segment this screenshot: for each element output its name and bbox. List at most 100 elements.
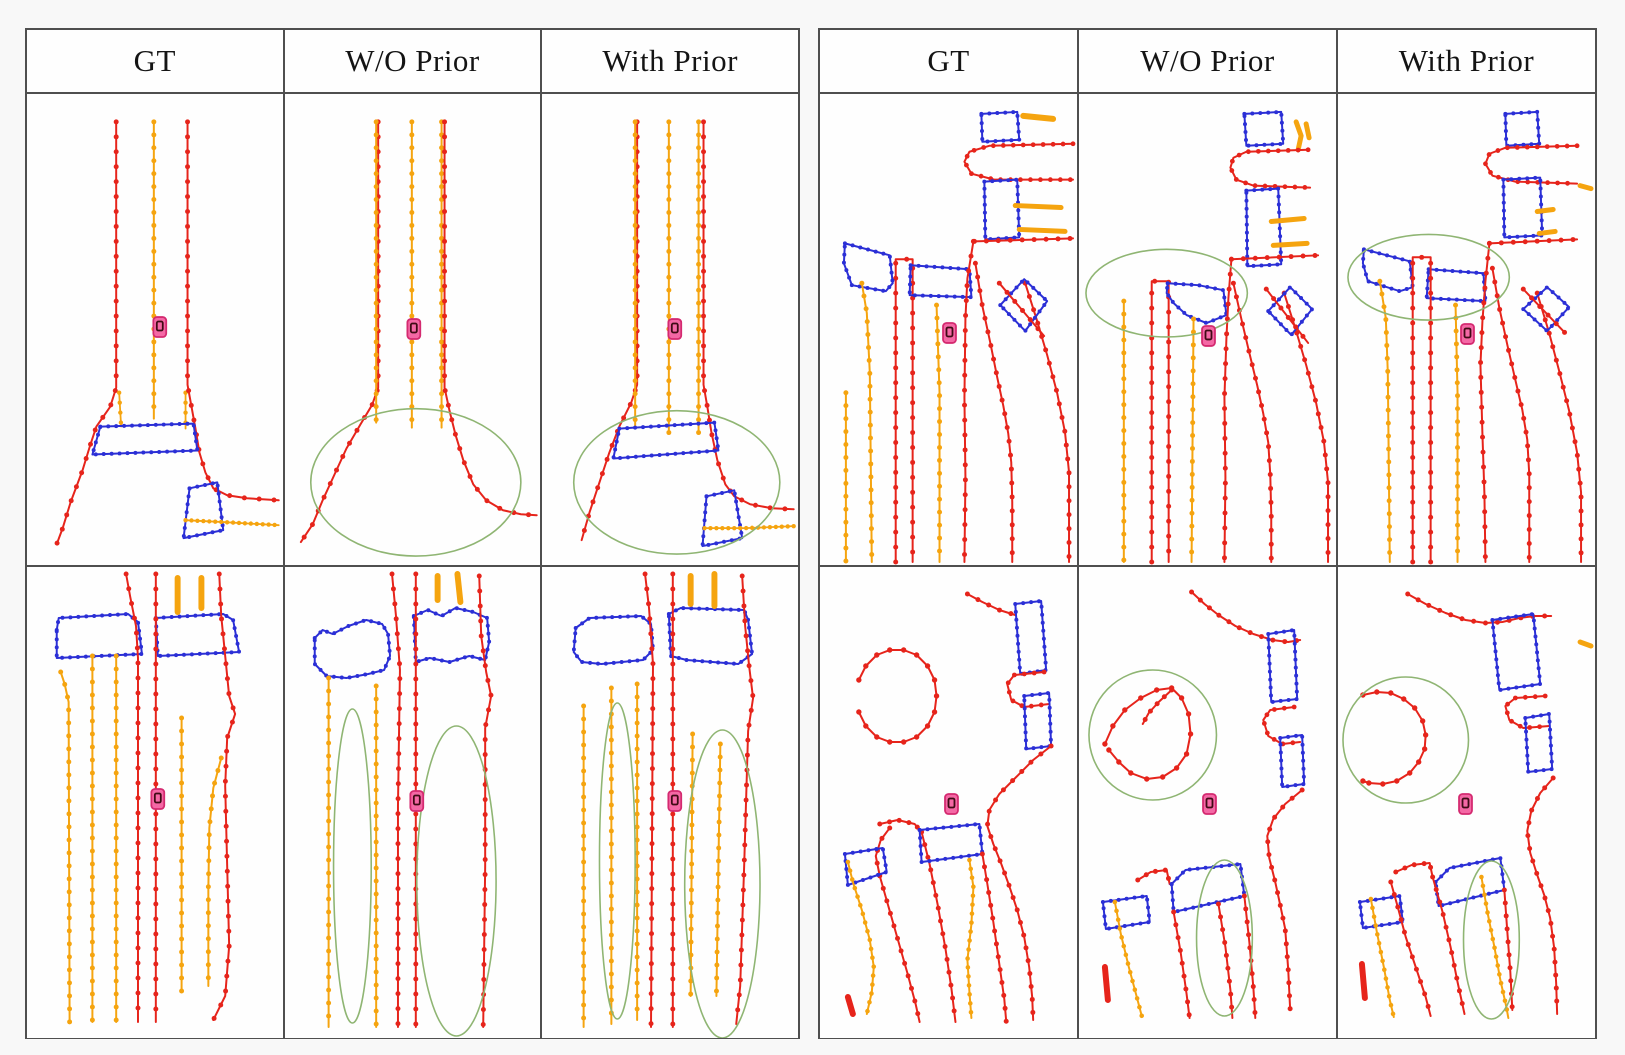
map-cell-gt-scene3 <box>820 94 1079 565</box>
column-header-gt: GT <box>820 30 1079 92</box>
orange-map-line <box>1268 215 1307 224</box>
blue-map-line <box>1243 110 1285 147</box>
blue-map-line <box>668 607 754 665</box>
map-cell-gt-scene1 <box>27 94 285 565</box>
red-map-line <box>966 593 1017 616</box>
orange-map-line <box>1536 228 1558 236</box>
ego-vehicle-icon <box>1460 323 1475 345</box>
orange-map-line <box>860 282 873 564</box>
map-plot <box>299 119 538 557</box>
map-row-1 <box>27 94 799 567</box>
red-map-line <box>1217 903 1234 1019</box>
map-plot <box>1342 591 1594 1020</box>
red-map-line <box>963 142 1075 181</box>
red-map-line <box>1103 687 1192 780</box>
ego-vehicle-icon <box>409 790 424 812</box>
map-plot <box>54 571 241 1025</box>
red-map-line <box>1101 964 1111 1003</box>
map-plot <box>573 119 797 555</box>
red-map-line <box>1150 280 1170 564</box>
column-header-wo-prior: W/O Prior <box>1079 30 1338 92</box>
ego-vehicle-icon <box>152 316 168 338</box>
red-map-line <box>1491 267 1531 564</box>
difference-highlight-ellipse <box>573 409 781 555</box>
ego-vehicle-icon <box>667 318 683 340</box>
blue-map-line <box>1245 187 1283 268</box>
blue-map-line <box>701 489 744 548</box>
orange-map-line <box>1113 901 1143 1017</box>
blue-map-line <box>983 178 1021 241</box>
comparison-table-left: GT W/O Prior With Prior <box>25 28 800 1039</box>
header-row: GT W/O Prior With Prior <box>27 30 798 94</box>
map-plot <box>312 571 497 1037</box>
red-map-line <box>580 120 639 542</box>
blue-map-line <box>1014 600 1048 675</box>
map-plot <box>841 110 1076 565</box>
map-row-2 <box>27 567 799 1038</box>
red-map-line <box>55 120 118 546</box>
map-cell-wo-prior-scene3 <box>1079 94 1338 565</box>
red-map-line <box>702 120 796 511</box>
ego-vehicle-icon <box>406 318 421 340</box>
red-map-line <box>1266 789 1304 1011</box>
map-cell-with-prior-scene4 <box>1338 567 1595 1038</box>
orange-map-line <box>1454 304 1459 564</box>
orange-map-line <box>935 304 941 564</box>
difference-highlight-ellipse <box>332 708 372 1024</box>
column-header-with-prior: With Prior <box>602 43 738 78</box>
red-map-line <box>844 994 856 1017</box>
map-plot <box>572 571 762 1038</box>
blue-map-line <box>1502 176 1544 239</box>
difference-highlight-ellipse <box>1462 860 1521 1020</box>
ego-vehicle-icon <box>1202 793 1217 815</box>
map-plot <box>54 119 280 546</box>
red-map-line <box>1406 593 1553 624</box>
map-cell-with-prior-scene2 <box>542 567 799 1038</box>
orange-map-line <box>1577 183 1594 192</box>
ego-vehicle-icon <box>1201 325 1216 347</box>
map-row-1 <box>820 94 1595 567</box>
blue-map-line <box>908 264 973 299</box>
ego-vehicle-icon <box>944 793 959 815</box>
red-map-line <box>1358 961 1368 1001</box>
difference-highlight-ellipse <box>1342 676 1470 804</box>
red-map-line <box>1223 258 1233 564</box>
orange-map-line <box>1020 112 1057 122</box>
ego-vehicle-icon <box>150 788 166 810</box>
difference-highlight-ellipse <box>599 702 637 1020</box>
orange-map-line <box>1577 639 1594 649</box>
map-cell-wo-prior-scene4 <box>1079 567 1338 1038</box>
orange-map-line <box>1016 226 1068 234</box>
map-plot <box>1347 109 1594 565</box>
orange-map-line <box>1303 121 1312 141</box>
column-header-with-prior: With Prior <box>1398 43 1535 78</box>
difference-highlight-ellipse <box>1347 233 1511 321</box>
header-row: GT W/O Prior With Prior <box>820 30 1595 94</box>
column-header-wo-prior: W/O Prior <box>285 30 543 92</box>
red-map-line <box>1503 889 1514 1011</box>
red-map-line <box>1172 911 1191 1019</box>
blue-map-line <box>412 607 490 663</box>
blue-map-line <box>573 615 655 665</box>
blue-map-line <box>1504 110 1541 147</box>
orange-map-line <box>1293 119 1304 153</box>
orange-map-line <box>59 671 71 1023</box>
difference-highlight-ellipse <box>1085 248 1249 338</box>
blue-map-line <box>1491 613 1542 691</box>
difference-highlight-ellipse <box>1195 859 1254 1017</box>
red-map-line <box>1232 282 1273 564</box>
difference-highlight-ellipse <box>415 725 497 1037</box>
orange-map-line <box>1534 207 1556 214</box>
red-map-line <box>874 827 921 1023</box>
red-map-line <box>186 120 280 502</box>
red-map-line <box>299 120 379 544</box>
map-cell-wo-prior-scene2 <box>284 567 543 1038</box>
red-map-line <box>1411 256 1432 564</box>
blue-map-line <box>1023 692 1053 750</box>
red-map-line <box>1526 777 1559 1015</box>
blue-map-line <box>1165 282 1228 325</box>
blue-map-line <box>980 110 1021 143</box>
red-map-line <box>443 120 538 517</box>
red-map-line <box>1229 148 1312 189</box>
